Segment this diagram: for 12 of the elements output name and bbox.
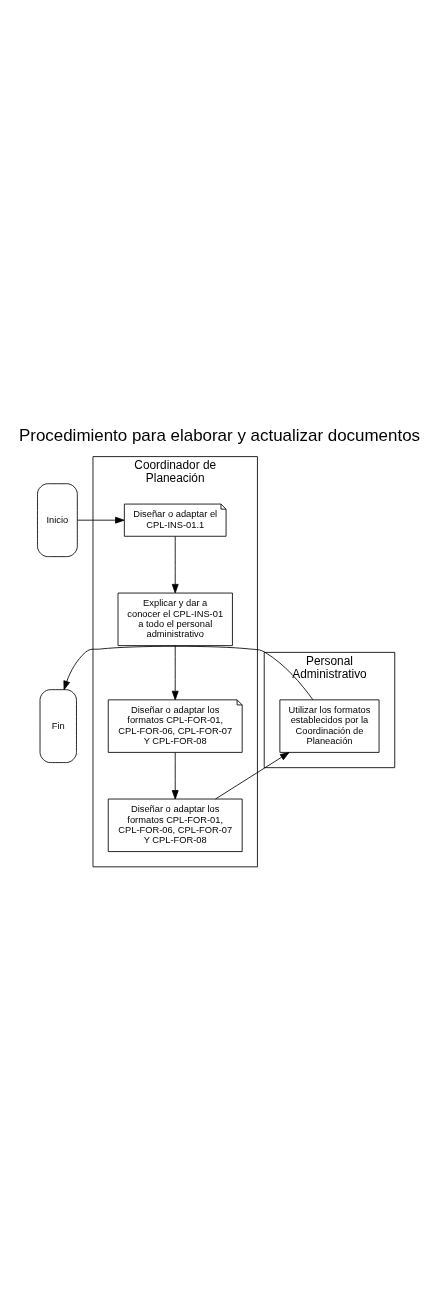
node-box: Inicio xyxy=(37,482,78,557)
node-box: Explicar y dar a conocer el CPL-INS-01 a todo el personal administrativo xyxy=(117,592,233,646)
node-box: Utilizar los formatos establecidos por la Coordinación de Planeación xyxy=(279,698,380,753)
arrow xyxy=(215,751,290,799)
arrow xyxy=(171,535,179,593)
arrow xyxy=(171,751,179,799)
arrow xyxy=(171,644,179,700)
arrow xyxy=(77,516,125,524)
arrow xyxy=(63,645,314,700)
node-box: Fin xyxy=(39,688,77,763)
node-box: Diseñar o adaptar los formatos CPL-FOR-01, CPL-FOR-06, CPL-FOR-07 Y CPL-FOR-08 xyxy=(107,798,243,852)
diagram-title: Procedimiento para elaborar y actualizar documentos xyxy=(18,425,421,445)
